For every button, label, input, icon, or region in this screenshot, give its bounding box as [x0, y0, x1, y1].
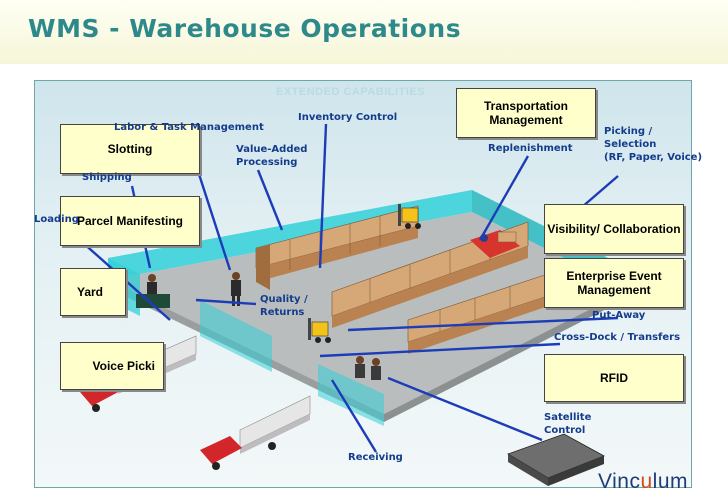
worker-receiving — [355, 356, 381, 380]
rfid-box: RFID — [544, 354, 684, 402]
voice-picking-box: Voice Picki — [60, 342, 164, 390]
quality-label-1: Quality / — [260, 294, 308, 305]
floor-edge — [384, 290, 628, 422]
warehouse-front-wall-2 — [318, 364, 384, 426]
cross-dock-label: Cross-Dock / Transfers — [554, 332, 681, 343]
visibility-collaboration-box: Visibility/ Collaboration — [544, 204, 684, 254]
loading-label: Loading — [34, 214, 79, 225]
picking-label-3: (RF, Paper, Voice) — [604, 152, 703, 163]
shipping-label: Shipping — [82, 172, 132, 183]
enterprise-event-management-box: Enterprise Event Management — [544, 258, 684, 308]
picking-label-1: Picking / — [604, 126, 653, 137]
pallet-rack-1 — [255, 205, 419, 290]
value-added-label-2: Processing — [236, 157, 298, 168]
transportation-management-box: Transportation Management — [456, 88, 596, 138]
vinculum-logo: Vinculum — [598, 470, 689, 493]
parcel-manifesting-box: Parcel Manifesting — [60, 196, 200, 246]
title-bar — [0, 0, 728, 64]
put-away-label: Put-Away — [592, 310, 646, 321]
yard-box: Yard — [60, 268, 126, 316]
line-cross-dock — [319, 342, 561, 358]
picking-label-2: Selection — [604, 139, 657, 150]
line-replenishment — [478, 155, 530, 241]
line-receiving — [330, 379, 378, 453]
truck-2 — [200, 395, 311, 470]
warehouse-back-wall — [108, 190, 472, 280]
forklift-1 — [398, 204, 421, 229]
receiving-label: Receiving — [348, 452, 403, 463]
worker-quality — [231, 272, 241, 306]
quality-label-2: Returns — [260, 307, 305, 318]
labor-task-label: Labor & Task Management — [114, 122, 264, 133]
line-value-added — [256, 169, 284, 231]
line-satellite — [387, 376, 543, 442]
line-put-away — [347, 316, 619, 332]
forklift-2 — [308, 318, 331, 343]
slotting-box: Slotting — [60, 124, 200, 174]
connector-lines — [63, 123, 619, 453]
warehouse-front-wall — [200, 300, 272, 372]
satellite-device — [507, 433, 605, 486]
satellite-label-1: Satellite — [544, 412, 592, 423]
satellite-label-2: Control — [544, 425, 586, 436]
page-title: WMS - Warehouse Operations — [28, 14, 462, 43]
extended-capabilities-heading: EXTENDED CAPABILITIES — [276, 86, 426, 98]
value-added-label-1: Value-Added — [236, 144, 308, 155]
line-quality — [195, 298, 257, 306]
replenishment-label: Replenishment — [488, 143, 573, 154]
line-inventory-control — [318, 123, 328, 269]
inventory-control-label: Inventory Control — [298, 112, 398, 123]
